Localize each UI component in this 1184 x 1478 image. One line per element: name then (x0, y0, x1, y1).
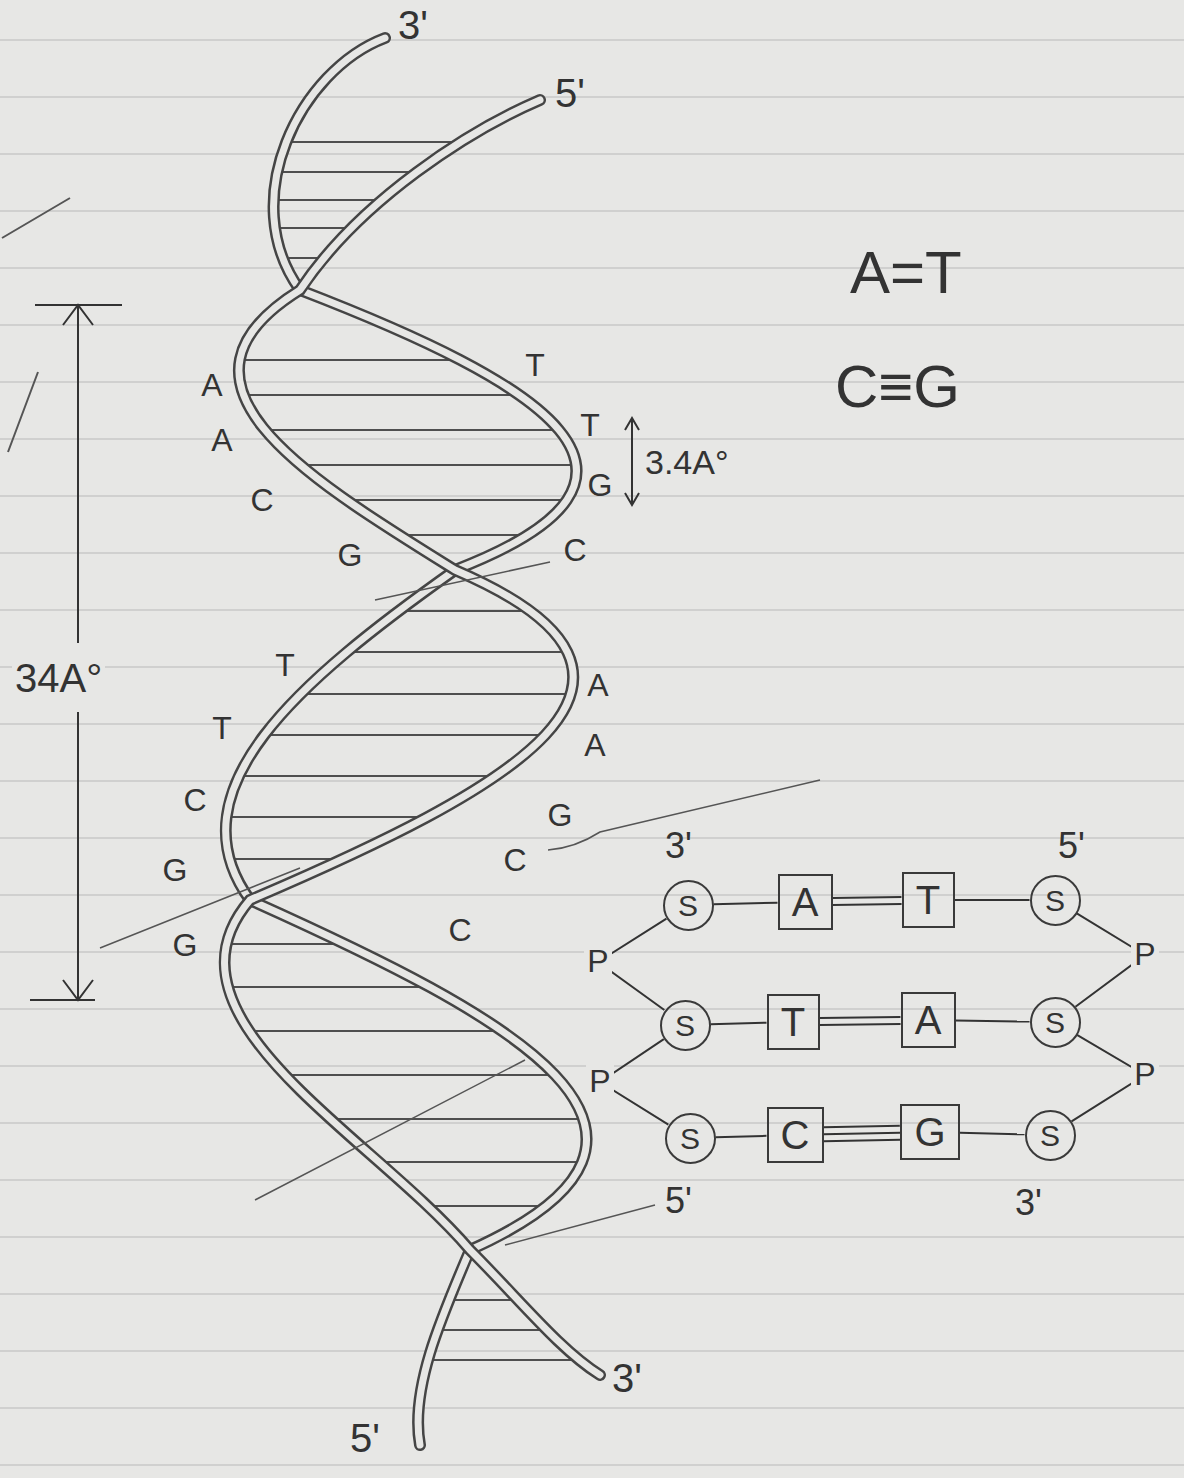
bond-stroke (955, 899, 1030, 901)
bond-stroke (710, 1023, 766, 1025)
strand-end-label: 3' (1015, 1182, 1042, 1223)
bond-line (955, 900, 1030, 901)
strand-end-label: 5' (350, 1415, 380, 1461)
base-letter: C (781, 1113, 810, 1157)
strand-fill (225, 100, 600, 1375)
bond-stroke (715, 1136, 766, 1137)
base-letter: T (781, 1000, 805, 1044)
phosphate-label: P (586, 1064, 613, 1099)
strand-end-label: 3' (398, 2, 428, 48)
bond-stroke (824, 1133, 901, 1135)
base-letter: T (916, 878, 940, 922)
bond-line (819, 1017, 900, 1025)
base-label: 3.4A° (645, 443, 729, 482)
base-label: G (588, 467, 613, 504)
base-box: C (767, 1107, 824, 1163)
bond-stroke (960, 1133, 1025, 1135)
base-label: C (250, 482, 273, 519)
sugar-circle: S (1030, 997, 1081, 1048)
sugar-circle: S (660, 1000, 711, 1051)
bond-stroke (820, 1024, 901, 1025)
base-label: A (587, 667, 608, 704)
bond-line (960, 1133, 1025, 1135)
base-label: C (563, 532, 586, 569)
base-label: G (548, 797, 573, 834)
base-label: A (201, 367, 222, 404)
base-label: T (580, 407, 600, 444)
bond-stroke (956, 1020, 1030, 1021)
bond-line (823, 1126, 900, 1142)
base-label: T (212, 710, 232, 747)
sugar-circle: S (663, 880, 714, 931)
sugar-label: S (680, 1122, 700, 1155)
bond-stroke (819, 1017, 900, 1018)
stray-marks (2, 198, 70, 452)
base-label: C (503, 842, 526, 879)
bond-line (715, 1136, 766, 1137)
sugar-label: S (1040, 1119, 1060, 1152)
base-box: G (900, 1104, 960, 1160)
base-label: G (173, 927, 198, 964)
strand-outline (225, 100, 600, 1375)
base-letter: A (792, 880, 819, 924)
base-label: A (584, 727, 605, 764)
sugar-label: S (675, 1009, 695, 1042)
base-label: C (448, 912, 471, 949)
base-letter: A (915, 998, 942, 1042)
ruled-lines (0, 40, 1184, 1465)
bond-line (713, 903, 777, 905)
sugar-label: S (678, 889, 698, 922)
base-letter: G (914, 1110, 945, 1154)
phosphate-label: P (584, 944, 611, 979)
strand-end-label: A=T (850, 238, 962, 307)
bond-stroke (713, 903, 777, 905)
bond-stroke (833, 904, 902, 905)
base-label: T (525, 347, 545, 384)
base-label: A (211, 422, 232, 459)
bond-stroke (823, 1126, 900, 1128)
dimension-line (30, 305, 122, 1000)
sugar-label: S (1045, 884, 1065, 917)
sugar-circle: S (1030, 875, 1081, 926)
bond-line (956, 1020, 1030, 1021)
strand-end-label: 3' (612, 1355, 642, 1401)
strand-end-label: 5' (555, 70, 585, 116)
phosphate-label: P (1131, 937, 1158, 972)
base-label: T (275, 647, 295, 684)
bond-line (710, 1023, 766, 1025)
strand-end-label: 3' (665, 825, 692, 866)
sugar-label: S (1045, 1006, 1065, 1039)
dimension-arrow (625, 418, 639, 505)
strand-end-label: C≡G (835, 352, 960, 421)
bond-stroke (824, 1140, 901, 1142)
base-box: T (902, 872, 955, 928)
base-box: A (778, 874, 833, 930)
base-label: G (163, 852, 188, 889)
sugar-circle: S (665, 1113, 716, 1164)
bond-line (832, 897, 901, 905)
sugar-circle: S (1025, 1110, 1076, 1161)
leader-lines (100, 562, 820, 1245)
strand-end-label: 5' (665, 1180, 692, 1221)
strand-end-label: 5' (1058, 825, 1085, 866)
base-label: G (338, 537, 363, 574)
base-box: A (901, 992, 956, 1048)
base-label: C (183, 782, 206, 819)
base-box: T (767, 994, 820, 1050)
phosphate-label: P (1131, 1057, 1158, 1092)
bond-stroke (832, 897, 901, 898)
strand-end-label: 34A° (12, 655, 105, 701)
